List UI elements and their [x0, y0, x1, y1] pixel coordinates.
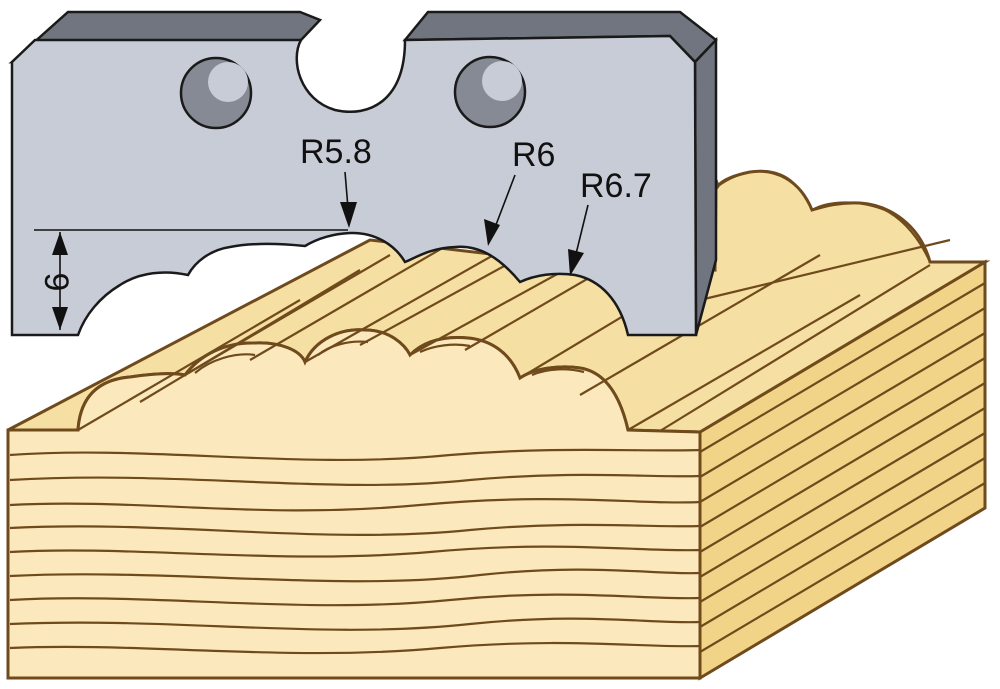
radius-label-r6: R6	[512, 136, 555, 174]
arrow-r2	[484, 219, 500, 246]
leader-r2	[493, 174, 516, 231]
radius-label-r6-7: R6.7	[580, 167, 652, 205]
wood-front-grain	[9, 448, 701, 655]
leader-r3	[574, 204, 589, 259]
wood-side-grain	[699, 282, 986, 653]
height-arrow-bottom	[52, 307, 68, 330]
knife-hole-right-inner	[482, 61, 522, 101]
dimension-arrows	[52, 202, 584, 330]
wood-front-face	[6, 328, 702, 680]
arrow-r1	[340, 202, 357, 228]
wood-back-beads	[717, 169, 932, 263]
arrow-r3	[568, 249, 584, 276]
wood-inner-beads	[194, 340, 585, 377]
radius-label-r5-8: R5.8	[300, 133, 372, 171]
knife-face	[10, 34, 698, 337]
wood-block	[6, 169, 991, 681]
profile-knife	[8, 10, 718, 337]
height-arrow-top	[52, 232, 68, 255]
knife-hole-left-inner	[208, 62, 248, 102]
height-label: 9	[37, 273, 75, 292]
